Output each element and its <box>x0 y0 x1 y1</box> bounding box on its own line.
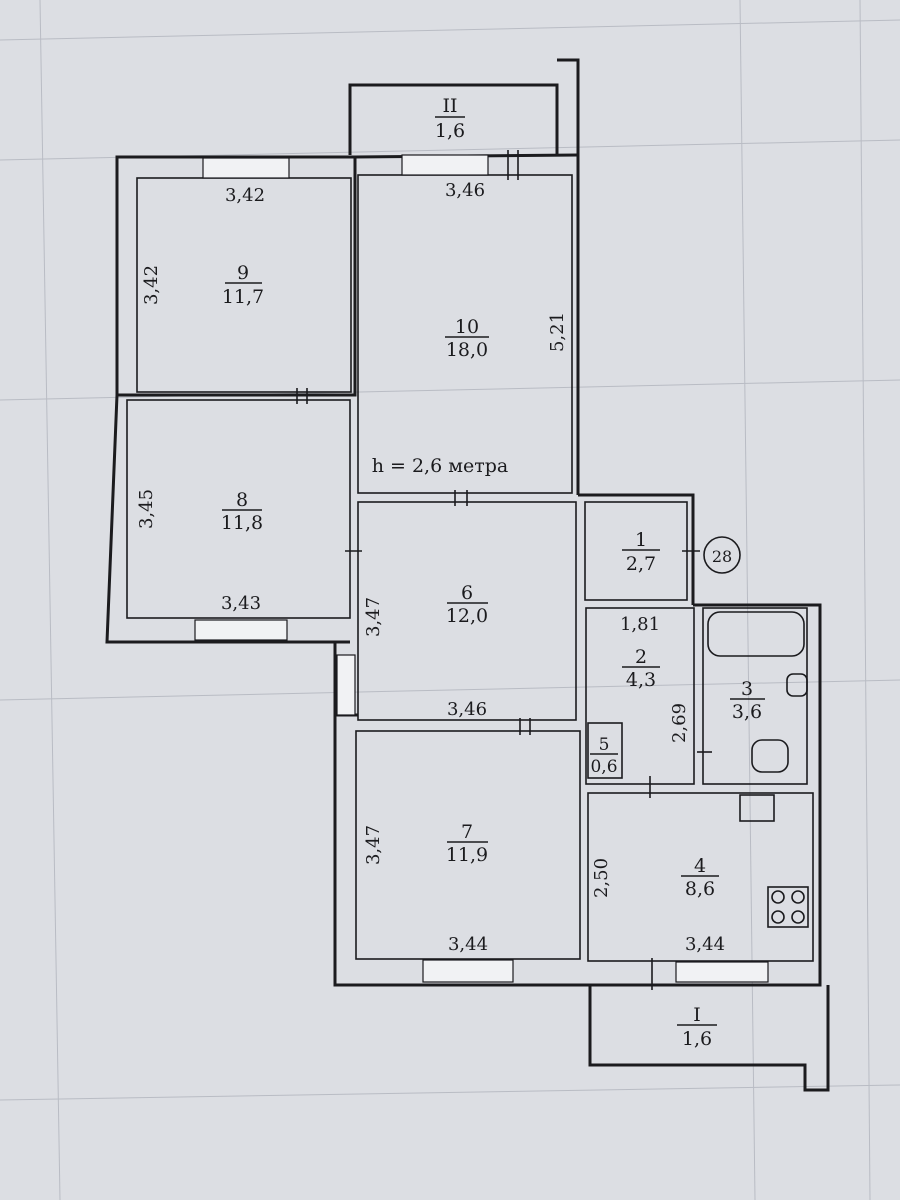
window-room-7 <box>422 959 514 983</box>
room-II-number: II <box>442 95 457 117</box>
apartment-number-circle <box>703 536 741 574</box>
room-8-area: 11,8 <box>221 512 263 534</box>
windows <box>194 154 769 983</box>
apartment-number: 28 <box>712 547 732 566</box>
room-I-area: 1,6 <box>682 1028 712 1050</box>
room-I-number: I <box>693 1004 701 1026</box>
room-8-number: 8 <box>236 489 248 511</box>
room-5-number: 5 <box>599 735 610 755</box>
room-2-number: 2 <box>635 646 647 668</box>
kitchen-sink <box>739 794 775 822</box>
dim-8-bottom: 3,43 <box>221 593 261 614</box>
room-2-area: 4,3 <box>626 669 656 691</box>
window-room-4 <box>675 961 769 983</box>
dimension-labels: 3,42 3,42 3,46 5,21 3,45 3,43 3,47 3,46 … <box>136 180 725 955</box>
room-7-area: 11,9 <box>446 844 488 866</box>
room-10-number: 10 <box>455 316 479 338</box>
room-1-number: 1 <box>635 529 647 551</box>
room-II-area: 1,6 <box>435 120 465 142</box>
room-3-area: 3,6 <box>732 701 762 723</box>
dim-4-bottom: 3,44 <box>685 934 725 955</box>
window-room-10 <box>401 154 489 176</box>
dim-6-bottom: 3,46 <box>447 699 487 720</box>
dim-2-top: 1,81 <box>620 614 660 635</box>
bathtub <box>707 611 805 657</box>
fixtures <box>703 536 809 928</box>
dim-7-bottom: 3,44 <box>448 934 488 955</box>
dim-10-right: 5,21 <box>547 312 568 352</box>
room-9-area: 11,7 <box>222 286 264 308</box>
room-1-area: 2,7 <box>626 553 656 575</box>
room-10-area: 18,0 <box>446 339 488 361</box>
dim-4-left: 2,50 <box>591 858 612 898</box>
dim-8-left: 3,45 <box>136 489 157 529</box>
ceiling-height: h = 2,6 метра <box>372 455 509 477</box>
dim-6-left: 3,47 <box>363 597 384 637</box>
room-7-number: 7 <box>461 821 473 843</box>
room-6-number: 6 <box>461 582 473 604</box>
dim-9-top: 3,42 <box>225 185 265 206</box>
stove-icon <box>767 886 809 928</box>
sink <box>786 673 808 697</box>
room-3-number: 3 <box>741 678 753 700</box>
window-hall <box>336 654 356 716</box>
window-room-9 <box>202 157 290 179</box>
room-6-area: 12,0 <box>446 605 488 627</box>
room-9-number: 9 <box>237 262 249 284</box>
dim-7-left: 3,47 <box>363 825 384 865</box>
room-5-area: 0,6 <box>590 757 617 777</box>
toilet <box>751 739 789 773</box>
dim-10-top: 3,46 <box>445 180 485 201</box>
fraction-bars <box>222 116 765 1026</box>
room-4-area: 8,6 <box>685 878 715 900</box>
dim-9-left: 3,42 <box>141 265 162 305</box>
room-labels: II 1,6 9 11,7 10 18,0 8 11,8 6 12,0 7 11… <box>221 95 762 1050</box>
dim-2-right: 2,69 <box>669 703 690 743</box>
window-room-8 <box>194 619 288 641</box>
door-markers <box>296 150 712 990</box>
room-4-number: 4 <box>694 855 706 877</box>
